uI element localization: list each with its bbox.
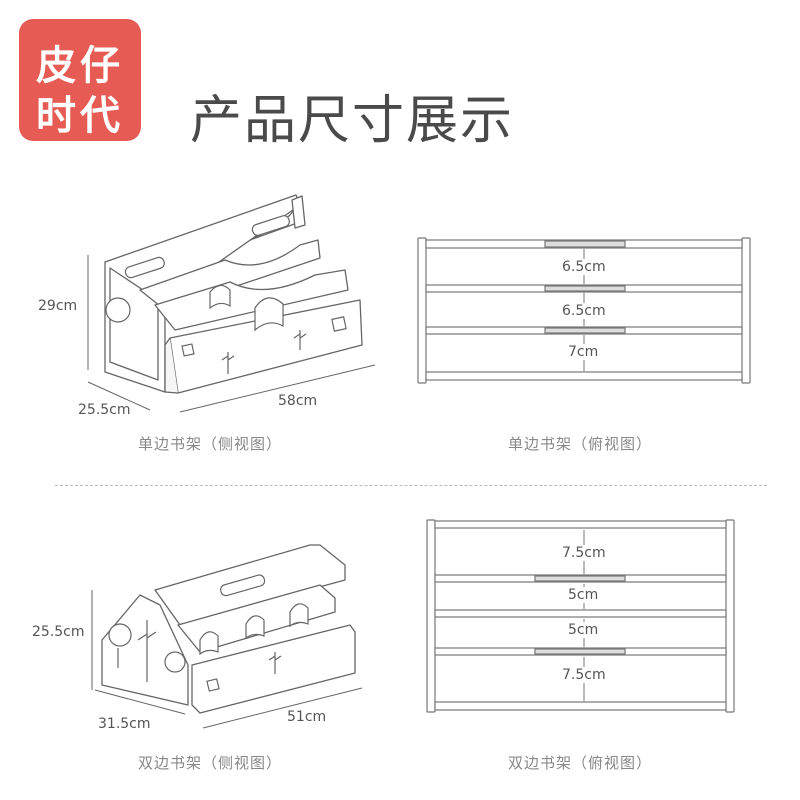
double-top-gap-3: 5cm [568, 622, 599, 638]
double-top-gap-4: 7.5cm [562, 667, 606, 683]
double-side-height-label: 25.5cm [32, 624, 85, 640]
brand-logo-line1: 皮仔 [36, 43, 124, 89]
double-top-gap-1: 7.5cm [562, 545, 606, 561]
single-side-width-label: 58cm [278, 393, 318, 409]
single-top-gap-2: 6.5cm [562, 303, 606, 319]
double-side-caption: 双边书架（侧视图） [138, 754, 283, 772]
page-title: 产品尺寸展示 [190, 91, 515, 151]
brand-logo-line2: 时代 [36, 93, 124, 139]
section-divider [55, 485, 767, 486]
single-side-caption: 单边书架（侧视图） [138, 435, 283, 453]
single-side-height-label: 29cm [38, 298, 78, 314]
double-top-gap-2: 5cm [568, 587, 599, 603]
double-side-depth-label: 31.5cm [98, 716, 151, 732]
single-side-depth-label: 25.5cm [78, 402, 131, 418]
single-top-caption: 单边书架（俯视图） [508, 435, 653, 453]
single-top-gap-1: 6.5cm [562, 259, 606, 275]
double-side-width-label: 51cm [287, 709, 327, 725]
single-top-gap-3: 7cm [568, 344, 599, 360]
double-top-caption: 双边书架（俯视图） [508, 754, 653, 772]
brand-logo: 皮仔 时代 [19, 19, 141, 141]
